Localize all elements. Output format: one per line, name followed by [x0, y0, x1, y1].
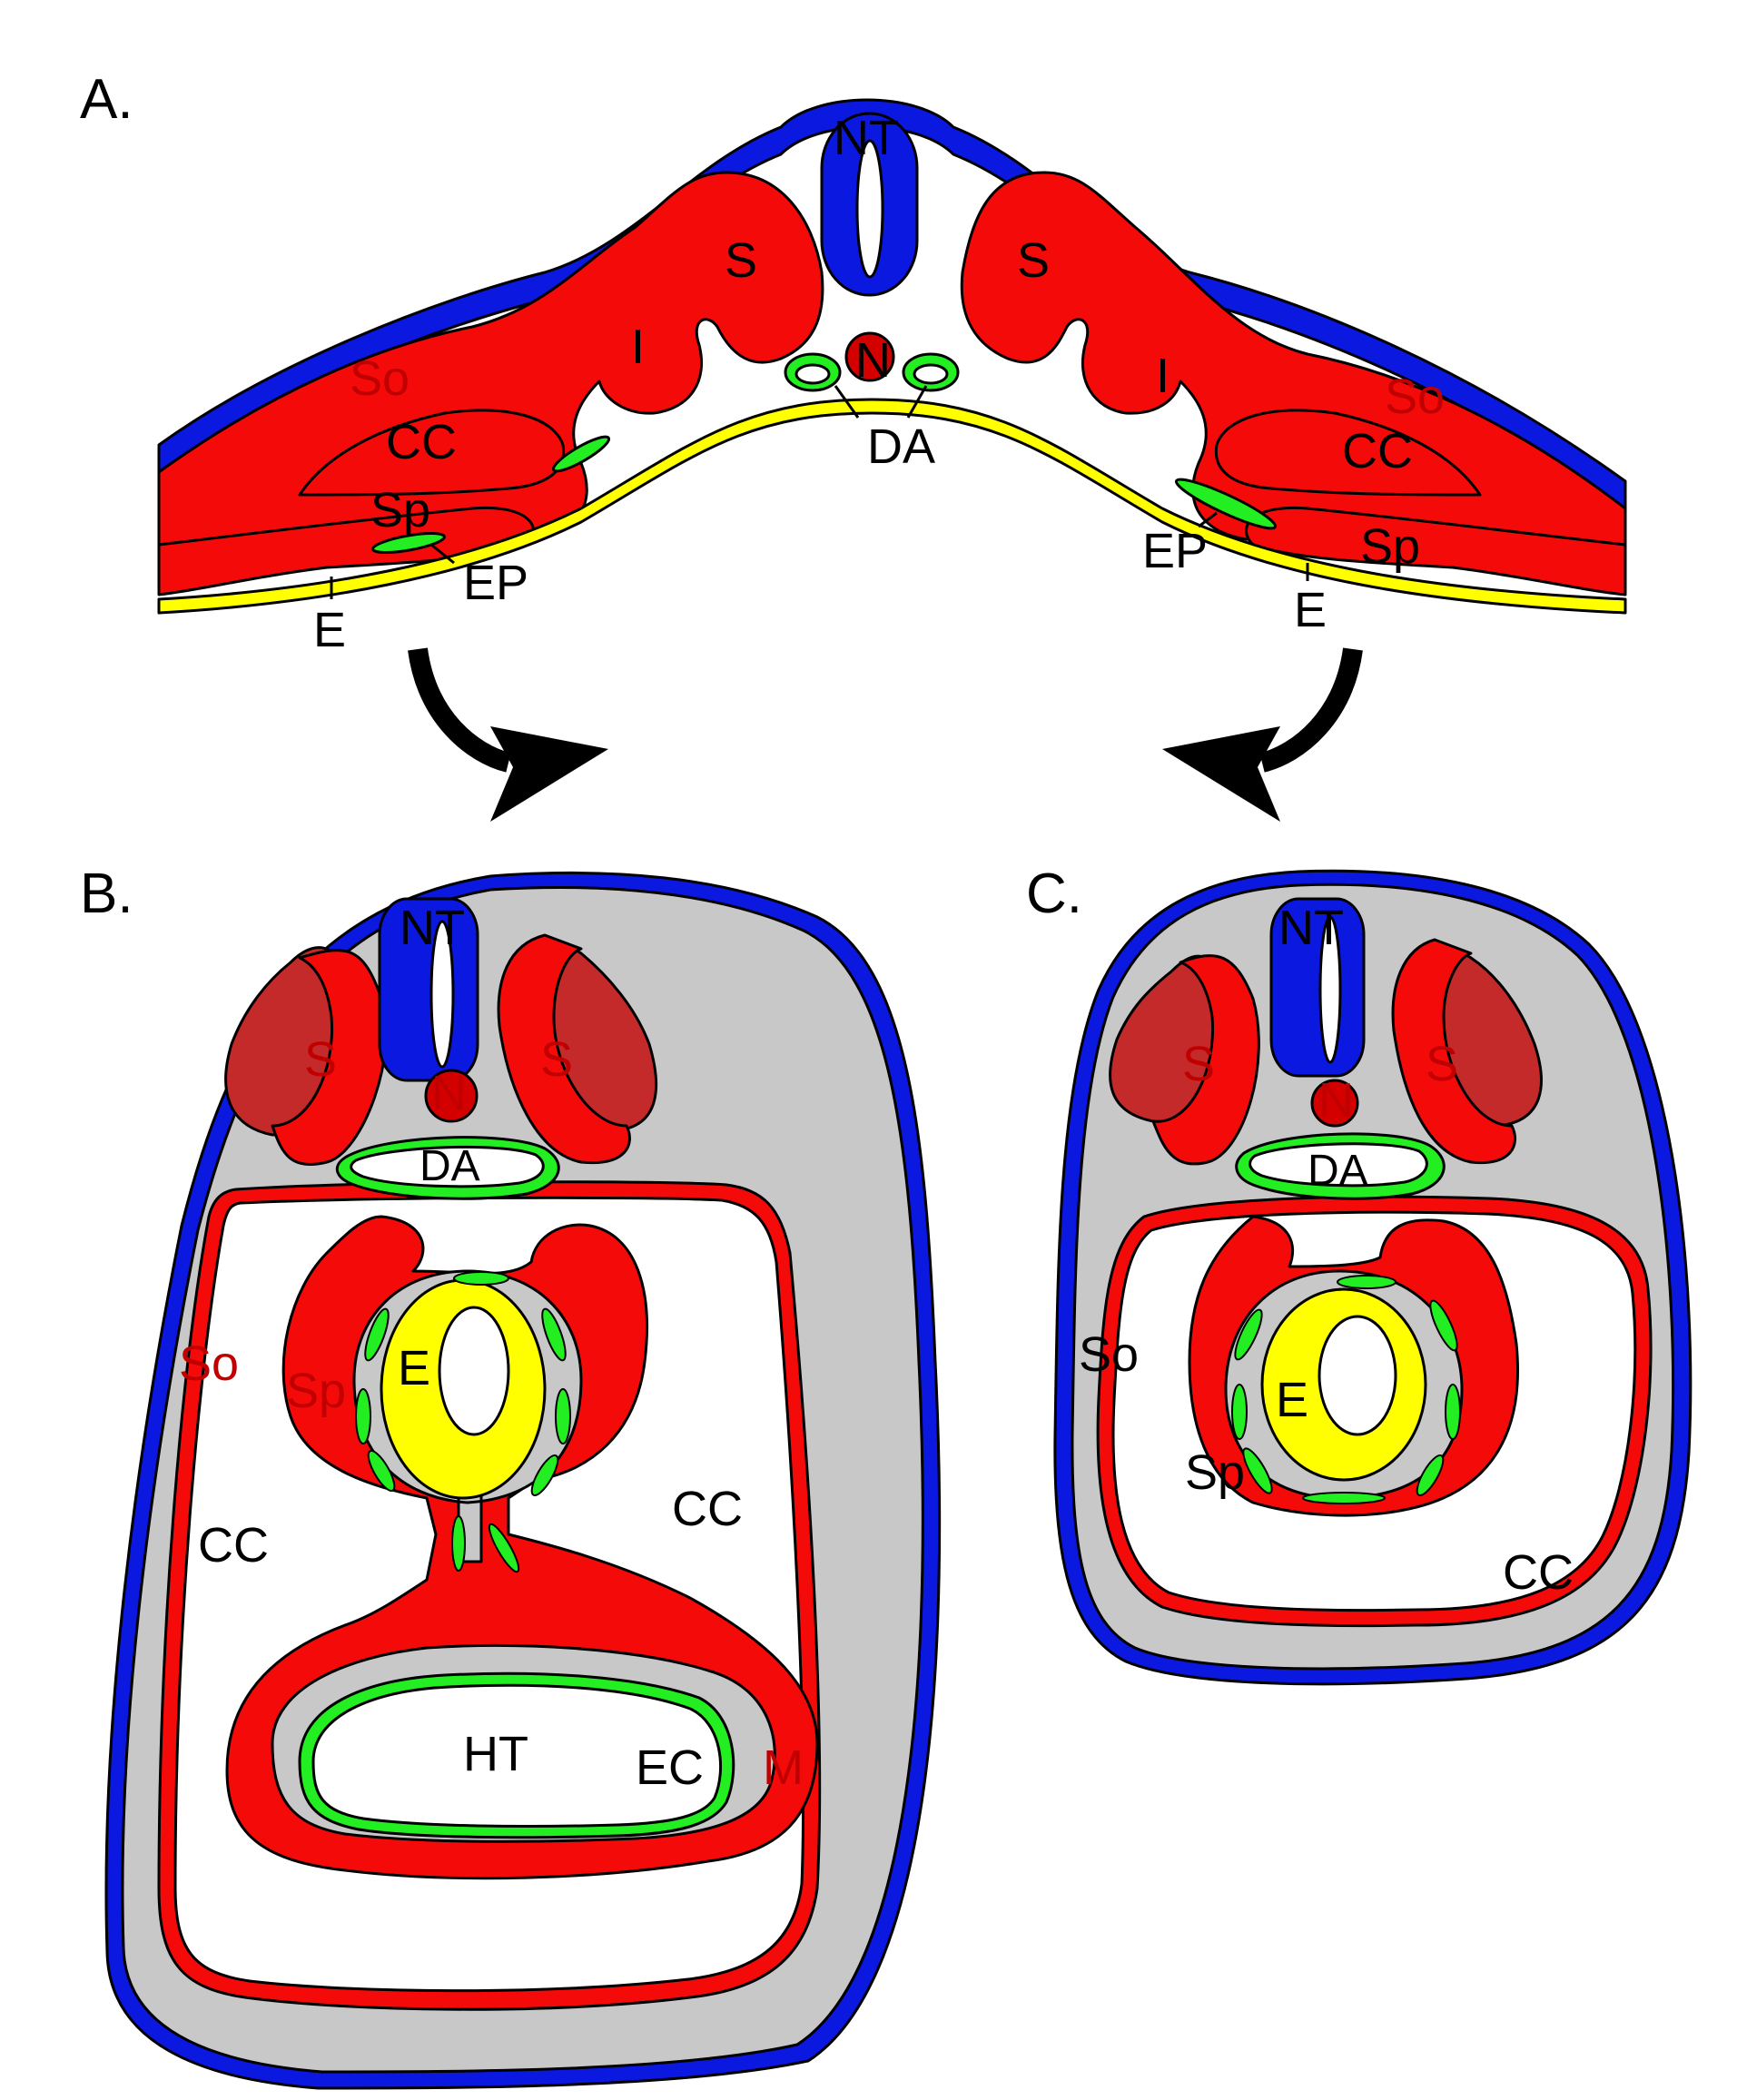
a-endoderm	[157, 398, 1627, 615]
b-label-ec: EC	[636, 1740, 704, 1795]
b-somite-left	[271, 949, 388, 1167]
b-heart-tube	[311, 1683, 723, 1829]
c-label-da: DA	[1308, 1147, 1368, 1195]
b-notochord	[424, 1069, 479, 1123]
b-gut-lumen	[438, 1306, 510, 1436]
c-label-so: So	[1079, 1327, 1139, 1382]
b-label-sp: Sp	[286, 1364, 346, 1418]
c-label-nt: NT	[1278, 901, 1344, 955]
b-label-da: DA	[419, 1142, 480, 1190]
a-label-sp-left: Sp	[370, 483, 430, 537]
b-neural-tube	[378, 897, 479, 1082]
panel-c: C. NT S	[1026, 863, 1693, 1686]
b-label-n: N	[431, 1066, 467, 1120]
a-label-nt: NT	[834, 111, 899, 165]
panel-a: A.	[80, 68, 1627, 657]
a-label-cc-right: CC	[1342, 424, 1413, 478]
b-label-cc-left: CC	[198, 1518, 269, 1573]
panel-c-label: C.	[1026, 863, 1082, 925]
b-label-ht: HT	[463, 1727, 528, 1781]
a-label-e-right: E	[1294, 583, 1327, 637]
a-mesoderm-right	[960, 171, 1627, 556]
a-pointer-lines	[330, 385, 1309, 599]
a-label-cc-left: CC	[386, 415, 457, 469]
curved-arrow-icon	[408, 647, 608, 822]
a-label-ep-left: EP	[463, 556, 528, 610]
a-endothelial-precursor-right	[1174, 478, 1278, 530]
a-label-i-right: I	[1156, 349, 1170, 403]
c-label-s-left: S	[1182, 1037, 1215, 1091]
a-neural-tube	[820, 112, 919, 297]
c-somite-left	[1151, 954, 1260, 1166]
b-label-so: So	[179, 1336, 239, 1391]
c-label-e: E	[1276, 1373, 1308, 1427]
a-label-so-left: So	[350, 351, 410, 406]
a-label-s-left: S	[725, 233, 757, 288]
b-label-cc-right: CC	[672, 1482, 743, 1536]
b-label-nt: NT	[400, 901, 465, 955]
a-label-sp-right: Sp	[1360, 519, 1420, 574]
panel-b: B.	[80, 863, 942, 2090]
b-label-m: M	[763, 1740, 804, 1795]
a-label-s-right: S	[1017, 233, 1050, 288]
a-label-so-right: So	[1385, 370, 1445, 424]
a-label-n: N	[855, 333, 891, 388]
a-notochord	[844, 331, 895, 382]
curved-arrow-icon	[1162, 647, 1363, 822]
a-mesoderm-left	[157, 171, 824, 556]
b-label-s-left: S	[304, 1032, 337, 1087]
c-endothelial-strands	[1231, 1275, 1461, 1504]
panel-a-label: A.	[80, 68, 133, 131]
c-notochord	[1310, 1079, 1359, 1128]
c-somite-right	[1391, 938, 1516, 1165]
c-gut-lumen	[1318, 1315, 1397, 1436]
panel-b-label: B.	[80, 863, 133, 925]
a-label-da: DA	[867, 419, 935, 474]
c-label-s-right: S	[1426, 1037, 1458, 1091]
b-endothelial-strands	[355, 1271, 571, 1573]
b-somite-right	[497, 933, 631, 1165]
b-label-e: E	[398, 1341, 430, 1395]
c-neural-tube	[1269, 897, 1366, 1078]
a-label-e-left: E	[313, 603, 346, 657]
c-label-cc: CC	[1503, 1545, 1574, 1600]
a-label-ep-right: EP	[1142, 524, 1208, 578]
a-label-i-left: I	[631, 320, 645, 374]
c-label-sp: Sp	[1185, 1445, 1245, 1500]
a-endothelial-precursor-left	[371, 531, 446, 555]
c-label-n: N	[1318, 1073, 1354, 1128]
b-label-s-right: S	[540, 1032, 573, 1087]
